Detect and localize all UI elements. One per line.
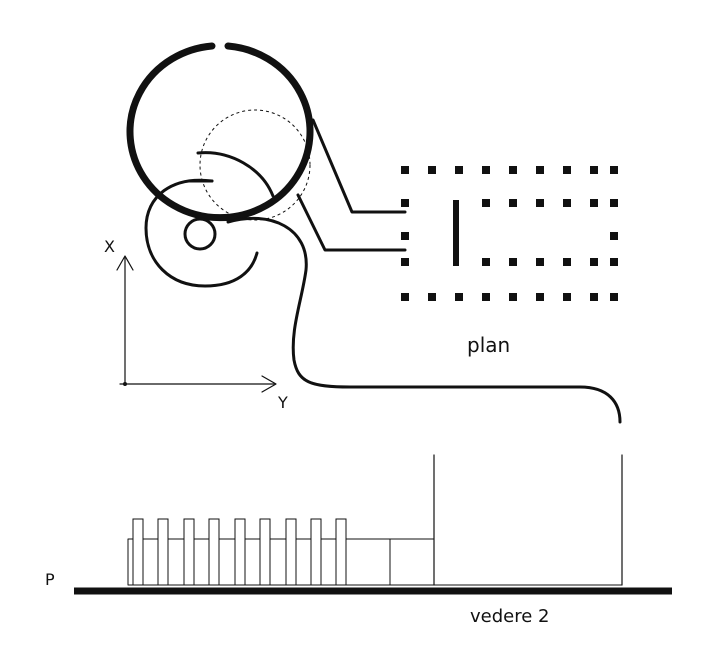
elevation-base-block bbox=[127, 538, 435, 586]
plan-column-marker bbox=[610, 293, 618, 301]
plan-column-marker bbox=[563, 293, 571, 301]
plan-column-marker bbox=[610, 258, 618, 266]
large-circle bbox=[126, 42, 314, 222]
elevation-pillar bbox=[208, 518, 220, 586]
ground-label: P bbox=[45, 570, 55, 589]
axis-y-arrow bbox=[261, 375, 277, 393]
plan-column-marker bbox=[482, 293, 490, 301]
connector-upper bbox=[311, 118, 407, 214]
plan-column-marker bbox=[401, 258, 409, 266]
plan-column-marker bbox=[590, 258, 598, 266]
connector-middle bbox=[296, 193, 407, 252]
spiral-circle bbox=[144, 178, 259, 288]
elevation-pillars bbox=[132, 518, 347, 586]
plan-column-marker bbox=[401, 166, 409, 174]
plan-wall bbox=[453, 200, 459, 266]
elevation-pillar bbox=[310, 518, 322, 586]
axes: X Y bbox=[104, 237, 288, 412]
plan-label: plan bbox=[467, 333, 510, 357]
plan-column-marker bbox=[455, 166, 463, 174]
small-circle bbox=[183, 217, 217, 251]
plan-column-marker bbox=[610, 199, 618, 207]
plan-column-marker bbox=[536, 199, 544, 207]
plan-column-marker bbox=[509, 166, 517, 174]
plan-drawing: plan bbox=[401, 166, 618, 357]
plan-column-marker bbox=[563, 166, 571, 174]
plan-column-marker bbox=[563, 199, 571, 207]
plan-column-marker bbox=[509, 293, 517, 301]
inner-arc bbox=[196, 151, 275, 198]
elevation-drawing: P vedere 2 bbox=[45, 454, 672, 627]
plan-column-marker bbox=[536, 293, 544, 301]
plan-column-marker bbox=[590, 166, 598, 174]
plan-column-marker bbox=[590, 293, 598, 301]
plan-column-marker bbox=[482, 199, 490, 207]
elevation-pillar bbox=[157, 518, 169, 586]
plan-column-marker bbox=[509, 199, 517, 207]
plan-column-marker bbox=[610, 232, 618, 240]
elevation-pillar bbox=[234, 518, 246, 586]
plan-column-marker bbox=[455, 293, 463, 301]
connector-long bbox=[226, 216, 622, 424]
plan-column-marker bbox=[428, 293, 436, 301]
elevation-pillar bbox=[335, 518, 347, 586]
axis-x-arrow bbox=[116, 255, 134, 271]
plan-column-marker bbox=[401, 232, 409, 240]
axis-y-label: Y bbox=[277, 393, 288, 412]
view-label: vedere 2 bbox=[470, 606, 549, 627]
connector-lines bbox=[226, 118, 622, 424]
plan-column-marker bbox=[428, 166, 436, 174]
elevation-pillar bbox=[183, 518, 195, 586]
elevation-pillar bbox=[132, 518, 144, 586]
elevation-pillar bbox=[259, 518, 271, 586]
plan-column-marker bbox=[401, 293, 409, 301]
axis-x-label: X bbox=[104, 237, 115, 256]
plan-columns bbox=[401, 166, 618, 301]
plan-column-marker bbox=[536, 258, 544, 266]
plan-column-marker bbox=[509, 258, 517, 266]
plan-column-marker bbox=[563, 258, 571, 266]
plan-column-marker bbox=[610, 166, 618, 174]
plan-column-marker bbox=[590, 199, 598, 207]
circle-cluster bbox=[126, 42, 314, 288]
plan-column-marker bbox=[401, 199, 409, 207]
axis-origin bbox=[123, 382, 127, 386]
plan-column-marker bbox=[482, 258, 490, 266]
dashed-circle bbox=[199, 109, 311, 221]
plan-column-marker bbox=[536, 166, 544, 174]
elevation-pillar bbox=[285, 518, 297, 586]
plan-column-marker bbox=[482, 166, 490, 174]
